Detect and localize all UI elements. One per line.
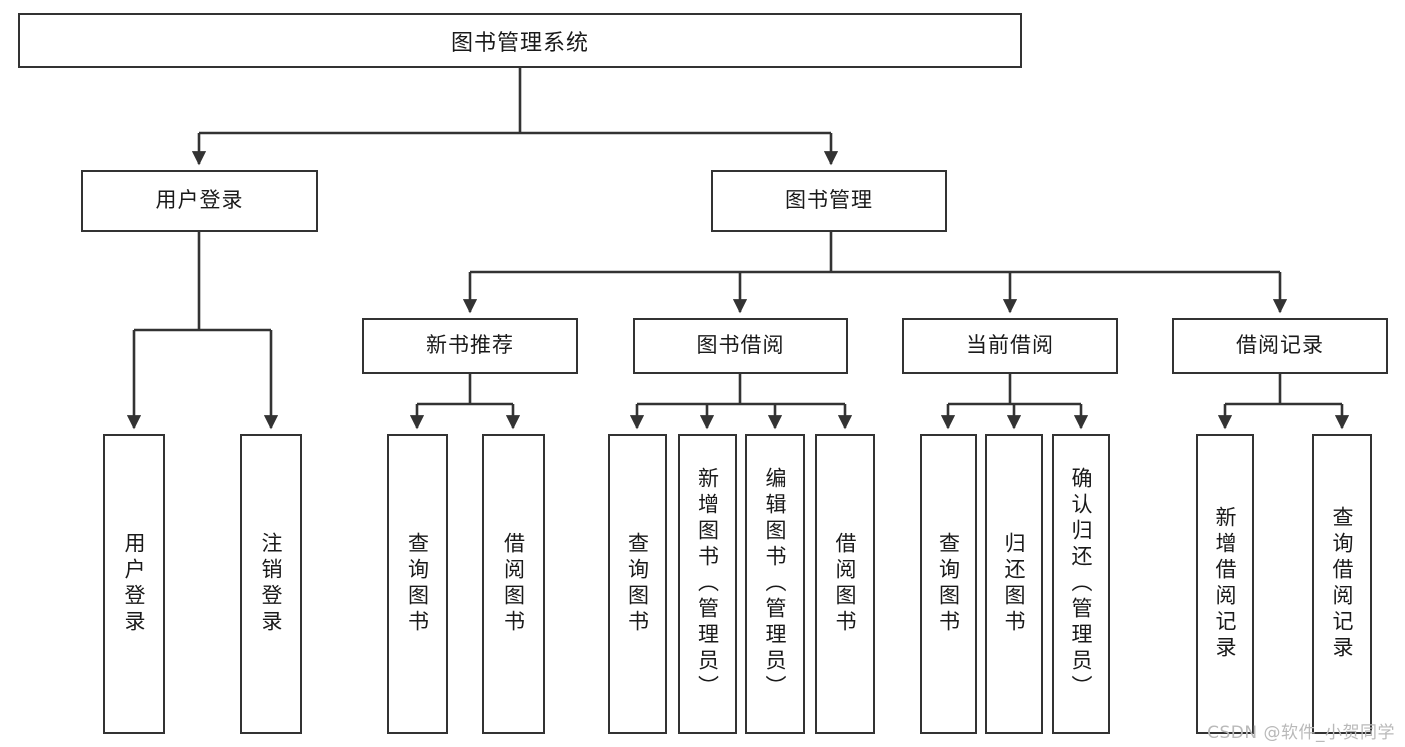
leaf-confirm-return-admin[interactable]: 确认归还（管理员） <box>1052 434 1110 734</box>
node-book-borrow[interactable]: 图书借阅 <box>633 318 848 374</box>
leaf-query-books-current[interactable]: 查询图书 <box>920 434 977 734</box>
leaf-borrow-books[interactable]: 借阅图书 <box>815 434 875 734</box>
node-current-borrow[interactable]: 当前借阅 <box>902 318 1118 374</box>
leaf-return-books[interactable]: 归还图书 <box>985 434 1043 734</box>
leaf-logout[interactable]: 注销登录 <box>240 434 302 734</box>
node-borrow-records[interactable]: 借阅记录 <box>1172 318 1388 374</box>
node-book-management[interactable]: 图书管理 <box>711 170 947 232</box>
leaf-query-books-borrow[interactable]: 查询图书 <box>608 434 667 734</box>
node-user-login[interactable]: 用户登录 <box>81 170 318 232</box>
leaf-query-books-recommend[interactable]: 查询图书 <box>387 434 448 734</box>
leaf-user-login[interactable]: 用户登录 <box>103 434 165 734</box>
leaf-add-book-admin[interactable]: 新增图书（管理员） <box>678 434 737 734</box>
leaf-query-borrow-record[interactable]: 查询借阅记录 <box>1312 434 1372 734</box>
leaf-edit-book-admin[interactable]: 编辑图书（管理员） <box>745 434 805 734</box>
node-new-book-recommendation[interactable]: 新书推荐 <box>362 318 578 374</box>
leaf-borrow-books-recommend[interactable]: 借阅图书 <box>482 434 545 734</box>
node-root[interactable]: 图书管理系统 <box>18 13 1022 68</box>
leaf-add-borrow-record[interactable]: 新增借阅记录 <box>1196 434 1254 734</box>
